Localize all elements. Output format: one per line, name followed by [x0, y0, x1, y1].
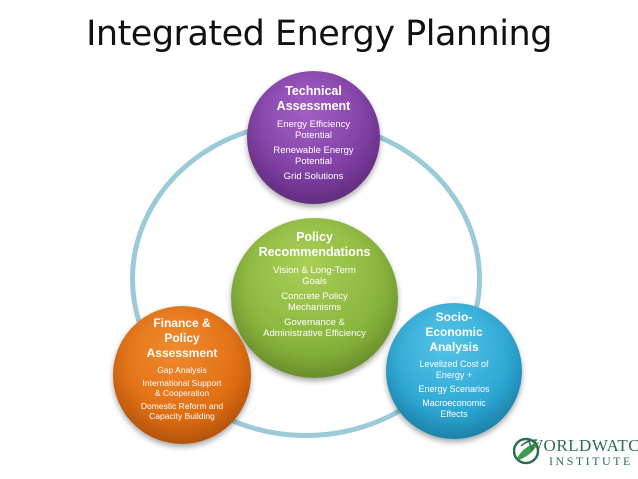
node-socio-economic-analysis: Socio- Economic Analysis Levelized Cost …: [386, 303, 522, 439]
heading-line: Assessment: [146, 346, 218, 360]
node-policy-recommendations: Policy Recommendations Vision & Long-Ter…: [231, 218, 398, 378]
heading-line: Policy: [296, 230, 333, 244]
item-line: Energy Scenarios: [418, 384, 490, 394]
globe-leaf-icon: [513, 437, 540, 465]
node-item: Concrete Policy Mechanisms: [281, 291, 348, 313]
item-line: Goals: [302, 276, 327, 287]
item-line: Energy +: [435, 370, 473, 380]
item-line: International Support: [142, 378, 222, 388]
item-line: Gap Analysis: [157, 365, 207, 375]
heading-line: Economic: [425, 325, 483, 339]
item-line: Vision & Long-Term: [273, 265, 356, 276]
node-item: Macroeconomic Effects: [422, 398, 486, 420]
item-line: Energy Efficiency: [276, 119, 351, 130]
node-heading: Technical Assessment: [277, 84, 351, 114]
item-line: Concrete Policy: [281, 291, 348, 302]
item-line: Grid Solutions: [283, 171, 344, 182]
slide-title: Integrated Energy Planning: [86, 14, 552, 54]
item-line: Mechanisms: [287, 302, 342, 313]
item-line: Governance &: [284, 317, 345, 328]
node-heading: Policy Recommendations: [259, 230, 371, 260]
heading-line: Assessment: [276, 99, 351, 113]
heading-line: Policy: [164, 331, 200, 345]
node-item: Governance & Administrative Efficiency: [263, 317, 366, 339]
node-item: Renewable Energy Potential: [273, 145, 353, 167]
node-item: Domestic Reform and Capacity Building: [141, 401, 223, 421]
node-item: Energy Scenarios: [418, 384, 489, 395]
node-finance-policy-assessment: Finance & Policy Assessment Gap Analysis…: [113, 306, 251, 444]
item-line: Potential: [295, 130, 332, 141]
worldwatch-logo: WORLDWATCH INSTITUTE: [513, 432, 638, 476]
node-item: International Support & Cooperation: [143, 378, 222, 398]
node-technical-assessment: Technical Assessment Energy Efficiency P…: [247, 71, 380, 204]
heading-line: Recommendations: [258, 245, 371, 259]
item-line: Potential: [295, 156, 332, 167]
heading-line: Technical: [285, 84, 342, 98]
node-heading: Finance & Policy Assessment: [147, 316, 218, 361]
node-heading: Socio- Economic Analysis: [425, 310, 482, 355]
item-line: Effects: [440, 409, 468, 419]
logo-line-2: INSTITUTE: [549, 454, 633, 468]
heading-line: Finance &: [153, 316, 211, 330]
node-item: Energy Efficiency Potential: [277, 119, 350, 141]
item-line: Domestic Reform and: [140, 401, 224, 411]
item-line: & Cooperation: [154, 388, 210, 398]
item-line: Macroeconomic: [422, 398, 486, 408]
logo-line-1: WORLDWATCH: [527, 436, 638, 455]
item-line: Renewable Energy: [273, 145, 354, 156]
heading-line: Analysis: [429, 340, 479, 354]
item-line: Capacity Building: [149, 411, 215, 421]
node-item: Vision & Long-Term Goals: [273, 265, 356, 287]
node-item: Levelized Cost of Energy +: [419, 359, 488, 381]
heading-line: Socio-: [435, 310, 473, 324]
item-line: Levelized Cost of: [419, 359, 489, 369]
node-item: Grid Solutions: [284, 171, 344, 182]
node-item: Gap Analysis: [157, 365, 207, 375]
item-line: Administrative Efficiency: [263, 328, 366, 339]
